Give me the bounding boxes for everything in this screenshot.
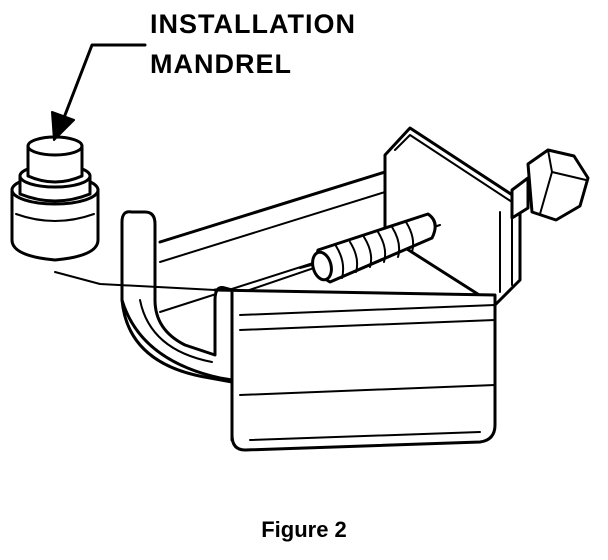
guide-line — [54, 271, 216, 291]
threaded-screw — [299, 212, 437, 284]
installation-mandrel-label: INSTALLATION MANDREL — [150, 4, 356, 84]
leader-arrow — [51, 43, 147, 141]
installation-mandrel — [10, 135, 100, 262]
clamp-frame — [120, 126, 522, 452]
hex-bolt — [510, 148, 590, 222]
figure-caption: Figure 2 — [261, 517, 347, 542]
label-line-2: MANDREL — [150, 49, 292, 79]
label-line-1: INSTALLATION — [150, 9, 356, 39]
